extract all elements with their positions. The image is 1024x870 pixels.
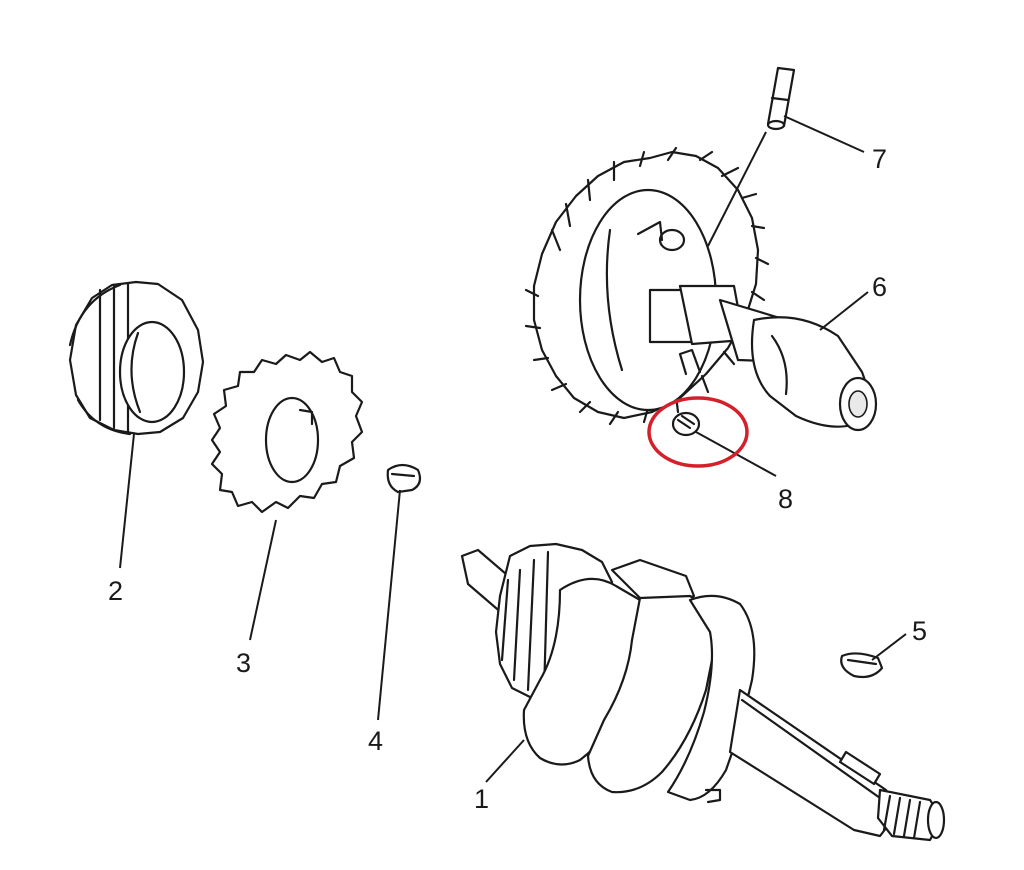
part-7-pin [766, 66, 796, 131]
leader-1 [485, 739, 525, 783]
part-8-pin [671, 411, 701, 437]
leader-7-pin-axis [707, 131, 767, 247]
part-3-gear [210, 350, 364, 514]
leader-5 [871, 633, 907, 661]
callout-8: 8 [778, 484, 793, 514]
part-4-key [386, 463, 422, 494]
part-6-camshaft-gear [524, 146, 878, 432]
callout-6: 6 [872, 272, 887, 302]
leader-3 [249, 519, 277, 641]
leader-2 [119, 433, 135, 569]
callout-labels: 1 2 3 4 5 6 7 8 [108, 144, 927, 814]
callout-3: 3 [236, 648, 251, 678]
callout-1: 1 [474, 784, 489, 814]
part-2-sprocket [68, 280, 205, 436]
leader-4 [377, 489, 401, 721]
highlight-circle-part-8 [647, 396, 749, 468]
callout-7: 7 [872, 144, 887, 174]
callout-2: 2 [108, 576, 123, 606]
leader-6 [819, 291, 869, 331]
callout-4: 4 [368, 726, 383, 756]
callout-5: 5 [912, 616, 927, 646]
leader-7 [783, 115, 865, 153]
part-1-crankshaft [460, 542, 946, 842]
